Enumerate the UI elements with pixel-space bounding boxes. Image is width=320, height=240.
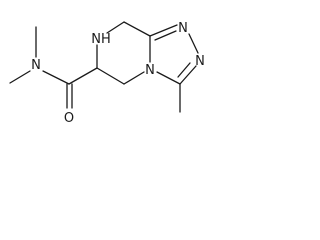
bond-n-carbonyl xyxy=(42,70,70,85)
atom-label-amide-n: N xyxy=(31,58,41,73)
atom-label-bridge-n: N xyxy=(145,63,155,78)
atom-label-triazole-n1: N xyxy=(178,21,188,36)
structure-diagram: N O NH N N N xyxy=(9,21,205,126)
bond-methyl2-n xyxy=(9,70,31,84)
bond-n1-n2 xyxy=(188,33,199,54)
atom-label-layer: N O NH N N N xyxy=(31,21,205,126)
bond-c8a-n1-a xyxy=(149,24,178,37)
atom-label-triazole-n2: N xyxy=(195,54,205,69)
bond-c3-n4 xyxy=(156,71,181,85)
bond-n2-c3-a xyxy=(179,65,197,85)
atom-label-carbonyl-o: O xyxy=(64,111,74,126)
bond-c8-c8a xyxy=(123,21,151,37)
bond-carbonyl-c6 xyxy=(68,67,98,85)
bond-c6-c5 xyxy=(96,67,125,85)
bond-c8a-n1-b xyxy=(154,30,177,41)
bond-n2-c3-b xyxy=(177,62,191,78)
bond-layer xyxy=(9,21,199,113)
bond-nh-c8 xyxy=(106,21,125,34)
atom-label-ring-nh: NH xyxy=(91,32,111,47)
bond-c5-n4 xyxy=(123,71,145,85)
